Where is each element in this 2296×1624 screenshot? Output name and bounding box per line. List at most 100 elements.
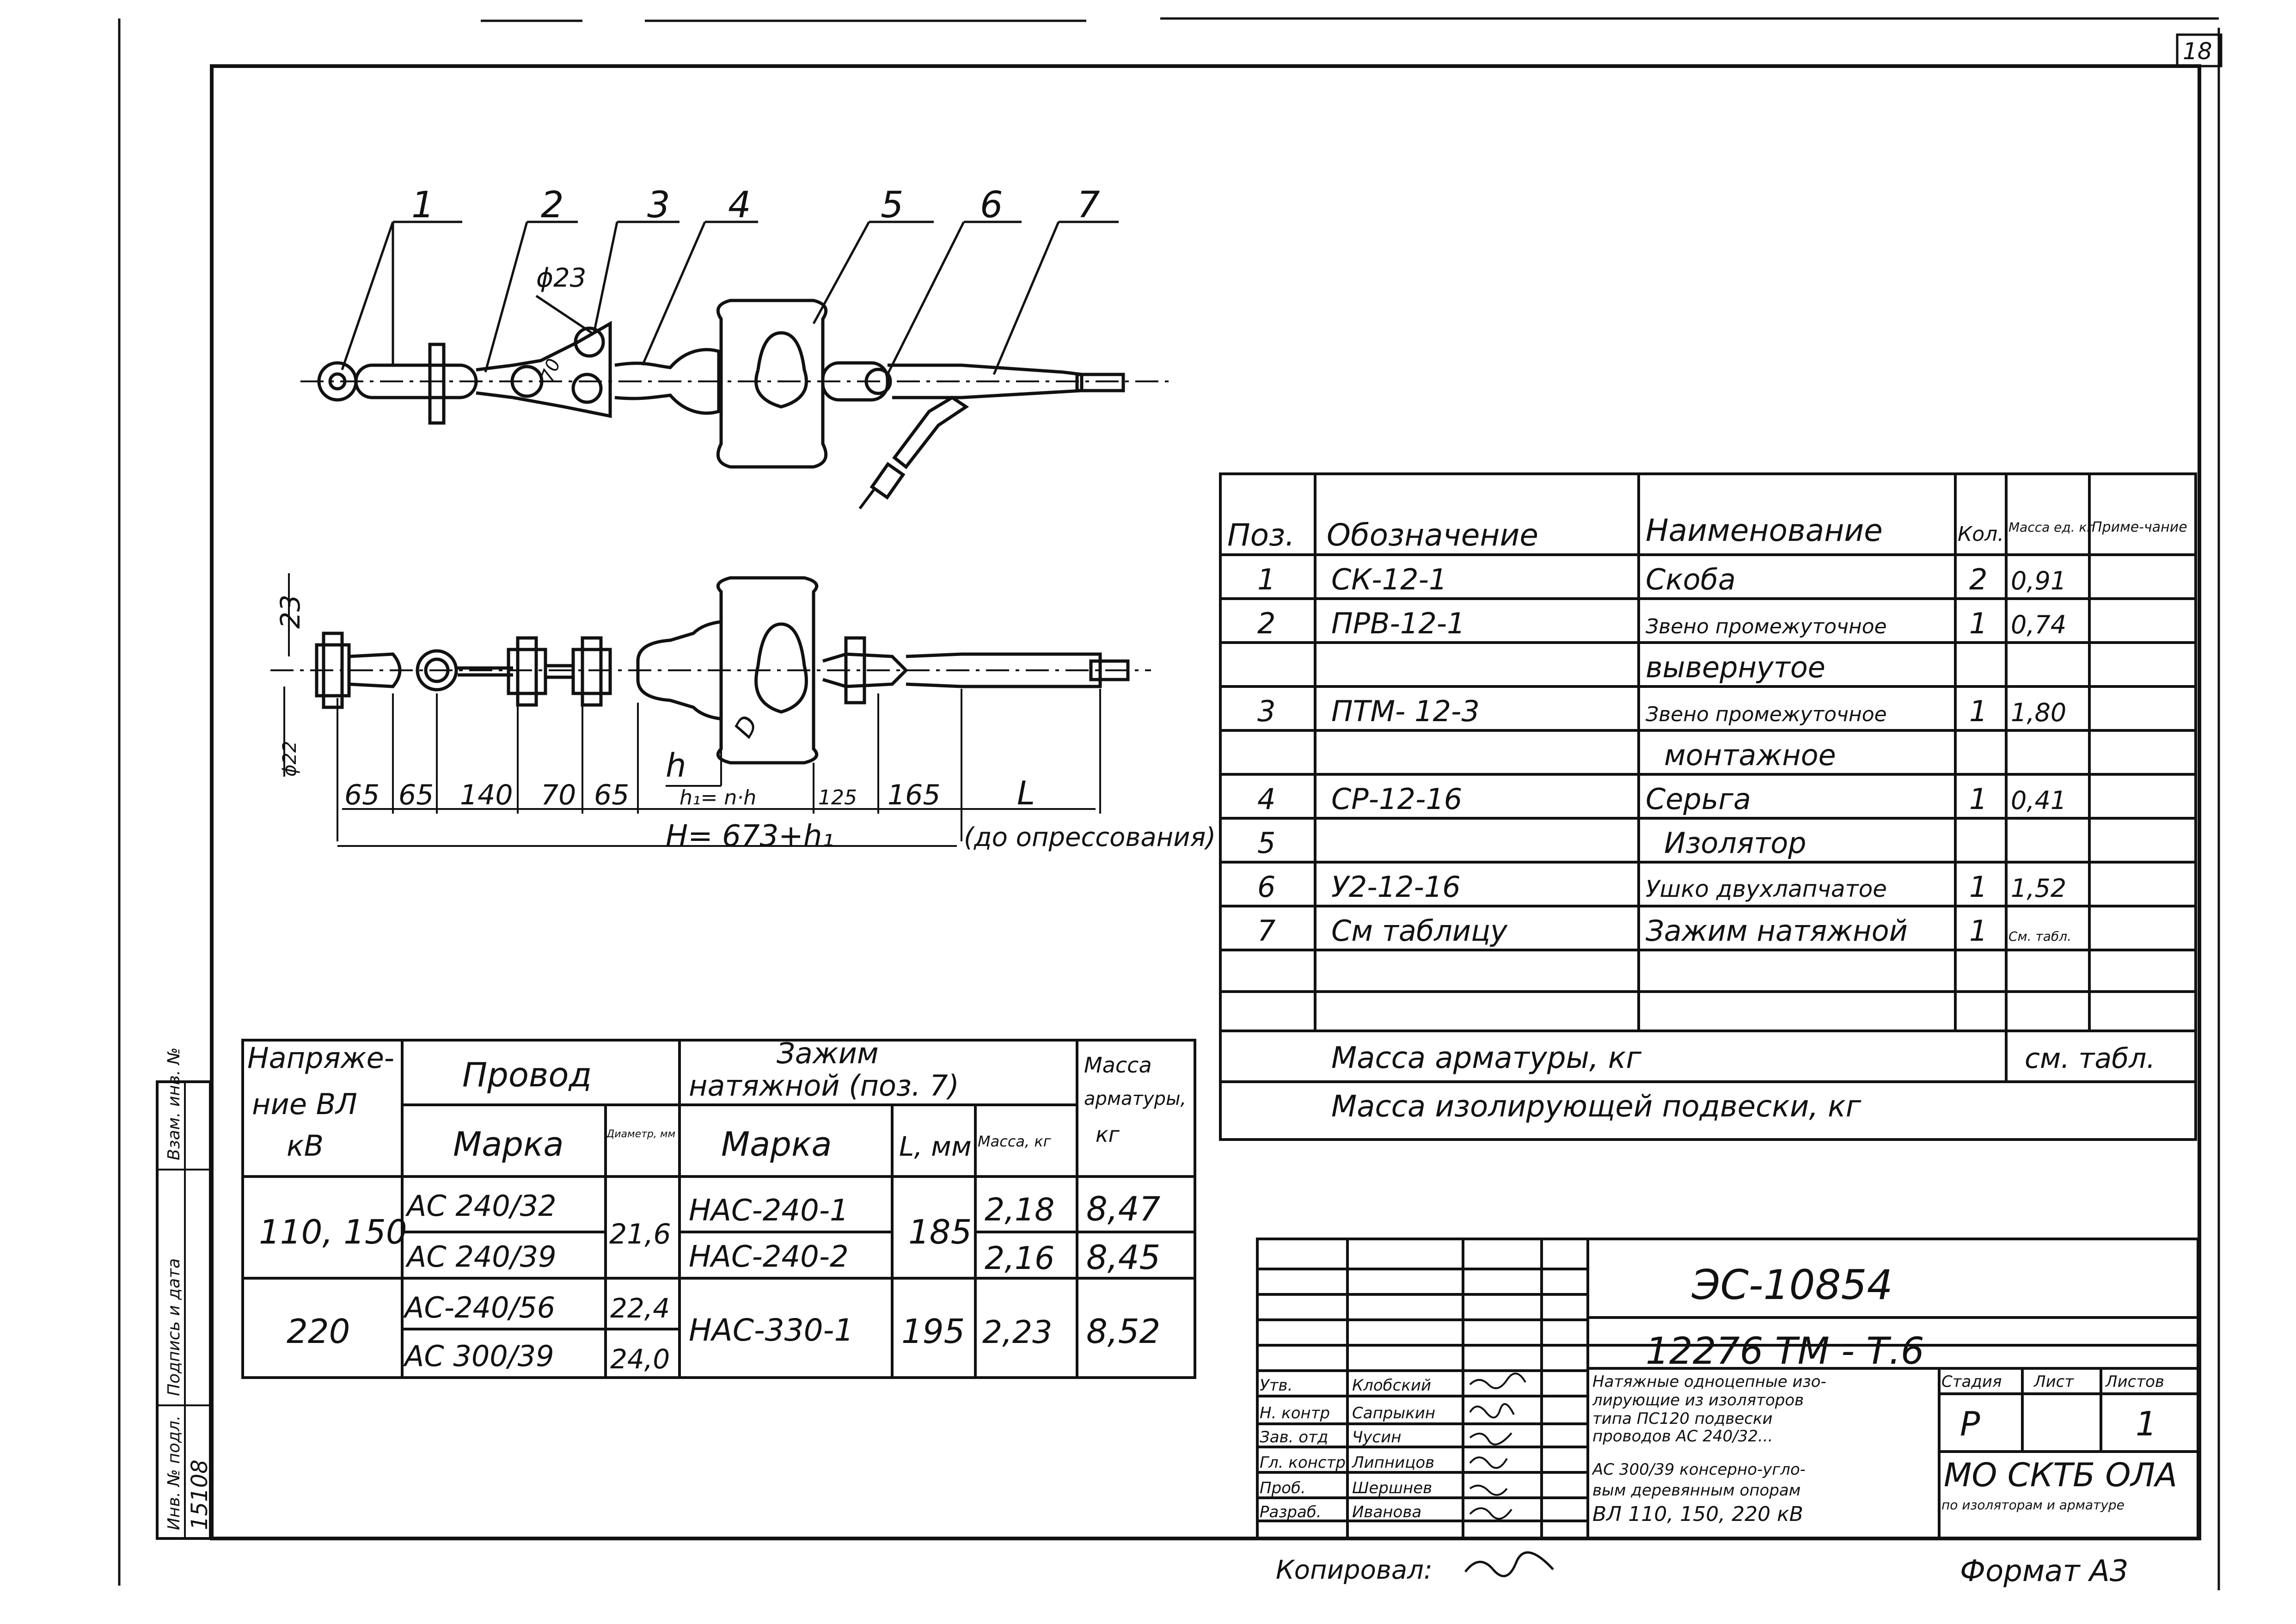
sheet-frame — [118, 17, 2223, 1590]
dim-diameter-23: ϕ23 — [536, 263, 586, 293]
org-name: МО СКТБ ОЛА — [1944, 1456, 2177, 1494]
callout-6: 6 — [980, 184, 1003, 226]
title-block-text: ЭС-10854 12276 ТМ - Т.6 Утв. Н. контр За… — [1260, 1261, 2177, 1526]
wt-h-brand: Марка — [453, 1125, 564, 1164]
dim-65-a: 65 — [344, 779, 380, 811]
spec-row-name: Изолятор — [1664, 826, 1806, 860]
spec-row-designation: У2-12-16 — [1331, 870, 1461, 904]
callout-2: 2 — [541, 184, 564, 226]
name-4: Липницов — [1351, 1453, 1434, 1472]
dim-65-c: 65 — [594, 779, 629, 811]
wt-h-clamp-brand: Марка — [721, 1125, 832, 1164]
role-approved: Утв. — [1260, 1376, 1292, 1395]
doc-code: ЭС-10854 — [1691, 1261, 1893, 1309]
dim-D: D — [729, 711, 765, 743]
spec-mass-suspension: Масса изолирующей подвески, кг — [1331, 1090, 1861, 1124]
spec-h-note: Приме-чание — [2092, 519, 2187, 535]
spec-h-pos: Поз. — [1227, 517, 1295, 553]
wt-mass-3: 2,23 — [982, 1314, 1052, 1351]
spec-row-mass: 0,74 — [2011, 610, 2066, 639]
wt-diam-12: 21,6 — [609, 1218, 671, 1250]
title-line-4: проводов АС 240/32... — [1592, 1427, 1773, 1446]
stage-value: Р — [1960, 1404, 1980, 1443]
copier-signature — [1464, 1551, 1554, 1577]
spec-table — [1219, 472, 2197, 1141]
wt-v110: 110, 150 — [259, 1213, 407, 1251]
spec-row-pos: 5 — [1257, 826, 1275, 860]
dim-L: L — [1017, 774, 1035, 812]
wt-mass-2: 2,16 — [985, 1240, 1054, 1277]
dim-165: 165 — [888, 779, 941, 811]
spec-row-name: Скоба — [1646, 563, 1736, 596]
spec-rows: 1 СК-12-1 Скоба 2 0,91 2 ПРВ-12-1 Звено … — [1257, 563, 2155, 1124]
title-line-1: Натяжные одноцепные изо- — [1592, 1373, 1826, 1391]
signatures — [1469, 1373, 1526, 1520]
title-block — [1256, 1238, 2199, 1540]
wt-clamp-1: НАС-240-1 — [689, 1194, 849, 1228]
wt-diam-4: 24,0 — [610, 1343, 670, 1375]
spec-row-qty: 2 — [1969, 563, 1987, 596]
inv-value: 15108 — [187, 1459, 213, 1530]
title-line-3: типа ПС120 подвески — [1592, 1410, 1773, 1428]
spec-row-pos: 2 — [1257, 607, 1275, 640]
spec-row-name: Ушко двухлапчатое — [1646, 876, 1887, 902]
spec-mass-armature: Масса арматуры, кг — [1331, 1041, 1641, 1075]
role-norm-control: Н. контр — [1260, 1404, 1330, 1422]
spec-row-name: Звено промежуточное — [1646, 703, 1887, 726]
spec-row-designation: См таблицу — [1331, 914, 1508, 948]
wt-arm-1: 8,47 — [1086, 1189, 1161, 1228]
spec-row-qty: 1 — [1969, 782, 1987, 816]
wt-h-mass-1: Масса — [1084, 1053, 1152, 1078]
spec-row-designation: СР-12-16 — [1331, 782, 1462, 816]
spec-row-qty: 1 — [1969, 914, 1987, 948]
title-description: Натяжные одноцепные изо- лирующие из изо… — [1592, 1373, 1826, 1526]
title-line-7: ВЛ 110, 150, 220 кВ — [1592, 1502, 1803, 1526]
spec-h-name: Наименование — [1646, 513, 1883, 548]
dim-140: 140 — [460, 779, 513, 811]
wt-arm-2: 8,45 — [1086, 1238, 1160, 1277]
wt-clamp-3: НАС-330-1 — [689, 1312, 853, 1348]
wt-h-clamp-2: натяжной (поз. 7) — [689, 1069, 959, 1103]
spec-row-pos: 3 — [1257, 694, 1275, 728]
wt-wire-4: АС 300/39 — [403, 1339, 554, 1373]
spec-row-qty: 1 — [1969, 694, 1987, 728]
sheet-format: Формат А3 — [1960, 1554, 2129, 1588]
callout-5: 5 — [881, 184, 904, 226]
assembly-side-view — [270, 576, 1151, 765]
wire-table — [241, 1039, 1196, 1379]
wt-h-mass-3: кг — [1096, 1122, 1120, 1147]
spec-mass-armature-value: см. табл. — [2025, 1042, 2155, 1075]
sheets-value: 1 — [2136, 1404, 2157, 1443]
spec-row-mass: См. табл. — [2008, 929, 2071, 944]
spec-row-pos: 7 — [1257, 914, 1275, 948]
wt-h-L: L, мм — [899, 1131, 972, 1162]
wt-wire-2: АС 240/39 — [405, 1240, 557, 1274]
org-sub: по изоляторам и арматуре — [1941, 1497, 2125, 1513]
role-head-dept: Зав. отд — [1260, 1428, 1328, 1446]
spec-row-designation: ПРВ-12-1 — [1331, 607, 1465, 640]
spec-row-designation: ПТМ- 12-3 — [1331, 694, 1480, 728]
wt-diam-3: 22,4 — [610, 1293, 670, 1324]
name-1: Клобский — [1352, 1376, 1431, 1395]
callout-4: 4 — [728, 184, 751, 226]
title-line-5: АС 300/39 консерно-угло- — [1592, 1460, 1806, 1479]
spec-row-name: Серьга — [1646, 782, 1751, 816]
spec-row-name: Звено промежуточное — [1646, 615, 1887, 638]
spec-row-name: вывернутое — [1646, 650, 1825, 684]
wire-table-text: Напряже- ние ВЛ кВ Провод Зажим натяжной… — [247, 1036, 1186, 1375]
dim-70-side: 70 — [541, 779, 576, 811]
margin-labels: Инв. № подл. 15108 Подпись и дата Взам. … — [165, 1048, 213, 1530]
wt-h-voltage-1: Напряже- — [247, 1041, 394, 1075]
wt-h-voltage-3: кВ — [287, 1129, 324, 1163]
dim-125: 125 — [818, 786, 857, 809]
inv-label: Инв. № подл. — [165, 1416, 184, 1530]
wt-L-12: 185 — [908, 1213, 972, 1251]
spec-row-pos: 1 — [1257, 563, 1275, 596]
title-line-2: лирующие из изоляторов — [1592, 1391, 1804, 1410]
name-6: Иванова — [1352, 1503, 1421, 1521]
copied-by: Копировал: — [1276, 1555, 1433, 1585]
spec-h-qty: Кол. — [1958, 522, 2004, 546]
wt-h-clamp-1: Зажим — [777, 1036, 879, 1070]
dim-65-b: 65 — [398, 779, 434, 811]
